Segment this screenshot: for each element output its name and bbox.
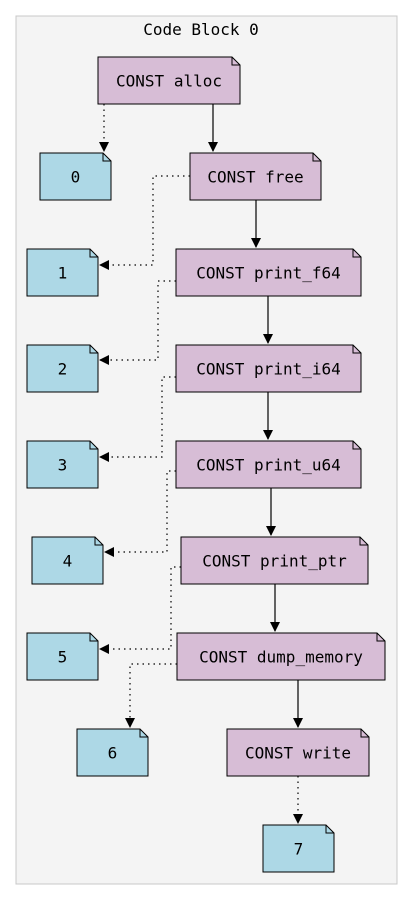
index-edge — [125, 663, 177, 728]
index-edge — [99, 566, 181, 654]
node-label: 7 — [294, 840, 304, 859]
note-fold — [376, 633, 385, 642]
const-node-free: CONST free — [189, 152, 322, 201]
index-node-1: 1 — [26, 248, 99, 297]
node-label: 2 — [58, 360, 68, 379]
node-label: 1 — [58, 264, 68, 283]
const-node-print-i64: CONST print_i64 — [175, 344, 362, 393]
node-label: CONST print_f64 — [196, 264, 341, 283]
note-fold — [325, 825, 334, 834]
node-label: CONST alloc — [116, 72, 222, 91]
note-shape — [176, 632, 386, 681]
index-node-0: 0 — [39, 152, 112, 201]
index-node-7: 7 — [262, 824, 335, 873]
note-fold — [352, 345, 361, 354]
edges — [99, 104, 303, 824]
note-fold — [360, 729, 369, 738]
note-shape — [189, 152, 322, 201]
index-node-3: 3 — [26, 440, 99, 489]
note-shape — [226, 728, 370, 777]
note-shape — [26, 248, 99, 297]
note-fold — [139, 729, 148, 738]
note-fold — [102, 153, 111, 162]
index-edge — [99, 376, 176, 462]
node-label: CONST print_ptr — [202, 552, 347, 571]
node-label: CONST write — [245, 744, 351, 763]
index-node-4: 4 — [31, 536, 104, 585]
note-shape — [26, 344, 99, 393]
node-label: 4 — [63, 552, 73, 571]
index-node-2: 2 — [26, 344, 99, 393]
index-node-6: 6 — [76, 728, 149, 777]
note-fold — [231, 57, 240, 66]
note-shape — [97, 56, 241, 105]
node-label: CONST print_i64 — [196, 360, 341, 379]
note-shape — [76, 728, 149, 777]
node-label: 0 — [71, 168, 81, 187]
note-shape — [31, 536, 104, 585]
note-shape — [175, 440, 362, 489]
note-shape — [262, 824, 335, 873]
note-shape — [180, 536, 369, 585]
const-node-dump-memory: CONST dump_memory — [176, 632, 386, 681]
note-shape — [26, 632, 99, 681]
const-node-print-ptr: CONST print_ptr — [180, 536, 369, 585]
note-shape — [175, 344, 362, 393]
index-edge — [104, 470, 176, 557]
node-label: 5 — [58, 648, 68, 667]
node-label: 6 — [108, 744, 118, 763]
note-fold — [89, 249, 98, 258]
const-node-print-f64: CONST print_f64 — [175, 248, 362, 297]
const-node-write: CONST write — [226, 728, 370, 777]
code-block-title: Code Block 0 — [143, 20, 259, 39]
index-node-5: 5 — [26, 632, 99, 681]
const-node-alloc: CONST alloc — [97, 56, 241, 105]
node-label: CONST free — [207, 168, 303, 187]
note-shape — [175, 248, 362, 297]
note-fold — [352, 249, 361, 258]
node-label: CONST print_u64 — [196, 456, 341, 475]
const-node-print-u64: CONST print_u64 — [175, 440, 362, 489]
node-label: CONST dump_memory — [199, 648, 363, 667]
node-label: 3 — [58, 456, 68, 475]
note-fold — [359, 537, 368, 546]
note-shape — [39, 152, 112, 201]
note-fold — [352, 441, 361, 450]
note-fold — [94, 537, 103, 546]
note-shape — [26, 440, 99, 489]
note-fold — [312, 153, 321, 162]
note-fold — [89, 441, 98, 450]
note-fold — [89, 633, 98, 642]
note-fold — [89, 345, 98, 354]
